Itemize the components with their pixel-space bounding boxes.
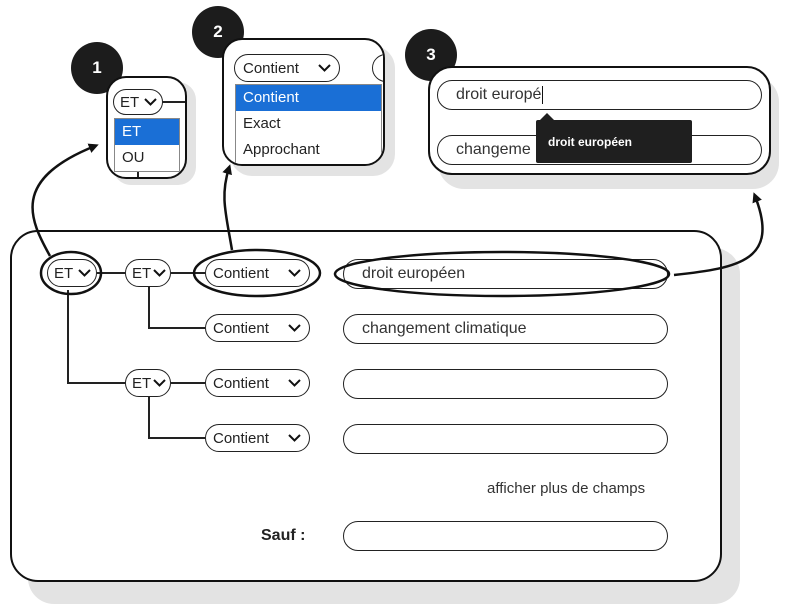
chevron-down-icon — [144, 98, 157, 106]
match-options-list: Contient Exact Approchant — [235, 84, 382, 164]
group-operator-value: ET — [132, 264, 152, 282]
tree-connector — [148, 327, 205, 329]
second-search-value: changeme — [456, 141, 531, 158]
operator-option-et[interactable]: ET — [115, 119, 179, 145]
group-operator-select[interactable]: ET — [125, 369, 171, 397]
chevron-down-icon — [153, 379, 166, 387]
tree-connector — [148, 437, 205, 439]
match-type-select[interactable]: Contient — [205, 424, 310, 452]
search-term-value: droit européen — [362, 265, 466, 282]
text-cursor — [542, 86, 544, 104]
tree-connector — [148, 286, 150, 328]
chevron-down-icon — [78, 269, 91, 277]
tree-connector — [171, 272, 205, 274]
tooltip-arrow — [540, 113, 554, 120]
except-label: Sauf : — [261, 527, 306, 544]
match-type-value: Contient — [213, 264, 269, 282]
autocomplete-suggestion[interactable]: droit européen — [536, 120, 692, 163]
autocomplete-callout: droit europé changeme droit européen — [428, 66, 771, 175]
match-select-value: Contient — [243, 59, 299, 77]
search-term-input[interactable] — [343, 369, 668, 399]
operator-dropdown-callout: ET ET OU — [106, 76, 187, 179]
chevron-down-icon — [288, 324, 301, 332]
chevron-down-icon — [318, 64, 331, 72]
search-term-input[interactable]: droit européen — [343, 259, 668, 289]
match-type-value: Contient — [213, 319, 269, 337]
except-input[interactable] — [343, 521, 668, 551]
operator-option-ou[interactable]: OU — [122, 149, 145, 166]
tree-connector — [162, 101, 185, 103]
match-option-exact[interactable]: Exact — [243, 115, 281, 132]
search-term-input[interactable]: changement climatique — [343, 314, 668, 344]
operator-select[interactable]: ET — [113, 89, 163, 115]
search-term-input[interactable] — [343, 424, 668, 454]
chevron-down-icon — [288, 379, 301, 387]
root-operator-select[interactable]: ET — [47, 259, 97, 287]
operator-select-value: ET — [120, 93, 140, 111]
match-type-value: Contient — [213, 374, 269, 392]
chevron-down-icon — [288, 434, 301, 442]
search-term-value: changement climatique — [362, 320, 527, 337]
chevron-down-icon — [288, 269, 301, 277]
match-dropdown-callout: Contient Contient Exact Approchant — [222, 38, 385, 166]
match-type-select[interactable]: Contient — [205, 314, 310, 342]
tree-connector — [171, 382, 205, 384]
group-operator-select[interactable]: ET — [125, 259, 171, 287]
tree-connector — [148, 396, 150, 438]
root-operator-value: ET — [54, 264, 74, 282]
chevron-down-icon — [153, 269, 166, 277]
operator-options-list: ET OU — [114, 118, 180, 172]
match-option-contient[interactable]: Contient — [236, 85, 381, 111]
autocomplete-typed-value: droit europé — [456, 86, 542, 103]
autocomplete-input[interactable]: droit europé — [437, 80, 762, 110]
match-option-approchant[interactable]: Approchant — [243, 141, 320, 158]
match-type-value: Contient — [213, 429, 269, 447]
group-operator-value: ET — [132, 374, 152, 392]
tree-connector — [97, 272, 125, 274]
tree-connector — [67, 290, 69, 383]
match-type-select[interactable]: Contient — [205, 259, 310, 287]
match-select[interactable]: Contient — [234, 54, 340, 82]
adjacent-field-edge — [372, 54, 383, 82]
tree-connector — [67, 382, 125, 384]
more-fields-link[interactable]: afficher plus de champs — [487, 480, 646, 497]
match-type-select[interactable]: Contient — [205, 369, 310, 397]
